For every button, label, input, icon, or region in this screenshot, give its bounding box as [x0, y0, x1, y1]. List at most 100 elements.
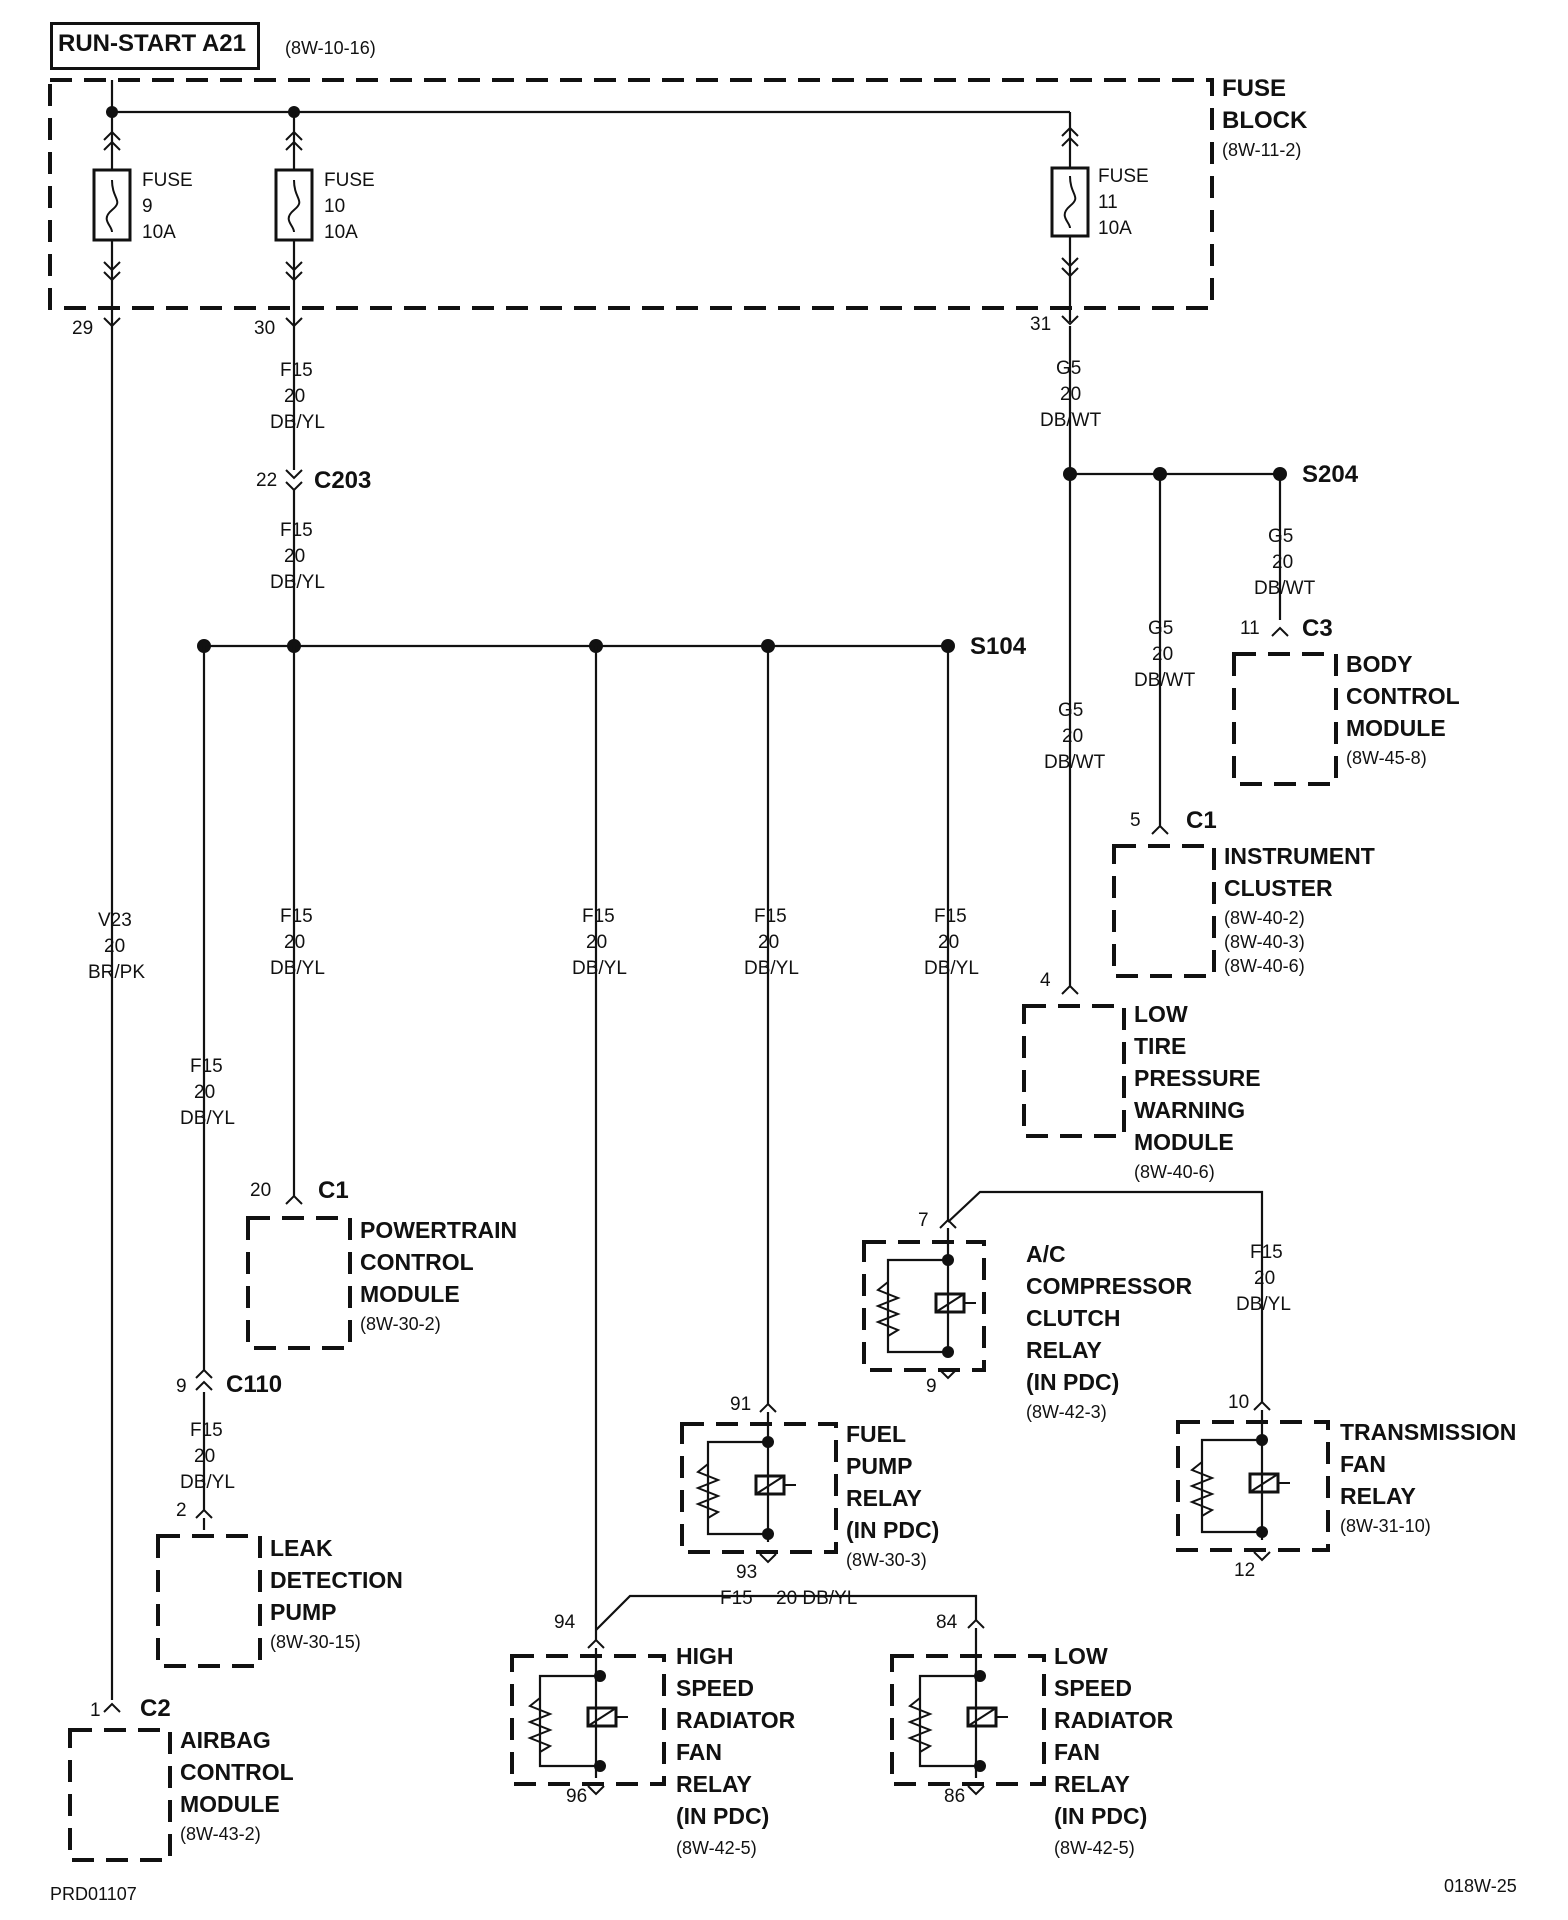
- fuel-pump-relay: 91 93 FUEL PUMP RELAY (IN PDC) (8W-30-3): [680, 1394, 939, 1583]
- c203-name: C203: [314, 467, 371, 494]
- fuse-10: FUSE 10 10A 30: [254, 112, 375, 339]
- hs-l4: FAN: [676, 1739, 722, 1765]
- bcm-ref: (8W-45-8): [1346, 748, 1427, 768]
- f15-wire-a-ld1: F15: [190, 1056, 223, 1077]
- f15-wire-c-1: DB/YL: [270, 412, 325, 433]
- ltp-l2: TIRE: [1134, 1033, 1186, 1059]
- f15-wire-a-ld2: F15: [190, 1420, 223, 1441]
- fuse-block-ref: (8W-11-2): [1222, 140, 1301, 160]
- ls-pin-in: 84: [936, 1612, 958, 1633]
- high-speed-radiator-fan-relay: 94 96 HIGH SPEED RADIATOR FAN RELAY (IN …: [510, 1612, 796, 1858]
- acm-conn: C2: [140, 1695, 171, 1722]
- g5-wire-a-ltp: G5: [1058, 700, 1083, 721]
- body-control-module-box: [1232, 652, 1338, 786]
- ltp-ref: (8W-40-6): [1134, 1162, 1215, 1182]
- ls-pin-out: 86: [944, 1786, 965, 1807]
- g5-wire-c-ic: DB/WT: [1134, 670, 1196, 691]
- bcm-l1: BODY: [1346, 651, 1412, 677]
- g5-wire-c-ltp: DB/WT: [1044, 752, 1106, 773]
- v23-wire-a: V23: [98, 910, 132, 931]
- bcm-pin: 11: [1240, 618, 1260, 639]
- s104-label: S104: [970, 633, 1027, 660]
- ltp-l4: WARNING: [1134, 1097, 1245, 1123]
- pcm-l3: MODULE: [360, 1281, 460, 1307]
- f15-wire-a-pcm: F15: [280, 906, 313, 927]
- acm-l1: AIRBAG: [180, 1727, 271, 1753]
- f15-wire-c-tr: DB/YL: [1236, 1294, 1291, 1315]
- hs-l5: RELAY: [676, 1771, 752, 1797]
- f15-wire-c-2: DB/YL: [270, 572, 325, 593]
- acm-ref: (8W-43-2): [180, 1824, 261, 1844]
- pcm-ref: (8W-30-2): [360, 1314, 441, 1334]
- hs-pin-in: 94: [554, 1612, 576, 1633]
- powertrain-control-module-box: [246, 1216, 352, 1350]
- f15-wire-c-hs: DB/YL: [572, 958, 627, 979]
- ldp-ref: (8W-30-15): [270, 1632, 361, 1652]
- f15-wire-b-hs: 20: [586, 932, 607, 953]
- ldp-l1: LEAK: [270, 1535, 333, 1561]
- fuel-l4: (IN PDC): [846, 1517, 939, 1543]
- ic-ref1: (8W-40-2): [1224, 908, 1305, 928]
- g5-wire-b-ltp: 20: [1062, 726, 1083, 747]
- acm-pin: 1: [90, 1700, 101, 1721]
- fuel-l2: PUMP: [846, 1453, 912, 1479]
- fuse-11-l2: 11: [1098, 192, 1118, 213]
- f15-wire-b-ld1: 20: [194, 1082, 215, 1103]
- fuel-l3: RELAY: [846, 1485, 922, 1511]
- fuse-9-l2: 9: [142, 196, 153, 217]
- fuse-10-l3: 10A: [324, 222, 358, 243]
- trans-pin-out: 12: [1234, 1560, 1255, 1581]
- bcm-conn: C3: [1302, 615, 1333, 642]
- ac-l2: COMPRESSOR: [1026, 1273, 1193, 1299]
- fuse-block-label-2: BLOCK: [1222, 107, 1308, 134]
- fuel-pin-out: 93: [736, 1562, 757, 1583]
- fuse-11: FUSE 11 10A 31: [1030, 112, 1149, 335]
- fuse-10-l1: FUSE: [324, 170, 375, 191]
- ac-l5: (IN PDC): [1026, 1369, 1119, 1395]
- pcm-l1: POWERTRAIN: [360, 1217, 517, 1243]
- ltp-l3: PRESSURE: [1134, 1065, 1261, 1091]
- ldp-pin: 2: [176, 1500, 187, 1521]
- f15-wire-a-fp: F15: [754, 906, 787, 927]
- ic-l2: CLUSTER: [1224, 875, 1333, 901]
- footer-right: 018W-25: [1444, 1876, 1517, 1896]
- hs-pin-out: 96: [566, 1786, 587, 1807]
- hs-l3: RADIATOR: [676, 1707, 796, 1733]
- ltp-l1: LOW: [1134, 1001, 1188, 1027]
- fuse-9-l3: 10A: [142, 222, 176, 243]
- c110-pin: 9: [176, 1376, 187, 1397]
- s204-label: S204: [1302, 461, 1359, 488]
- f15-wire-b-ld2: 20: [194, 1446, 215, 1467]
- ac-ref: (8W-42-3): [1026, 1402, 1107, 1422]
- ac-pin-in: 7: [918, 1210, 929, 1231]
- fuse-block-outline: [48, 78, 1214, 310]
- g5-wire-b-1: 20: [1060, 384, 1081, 405]
- g5-wire-c-bcm: DB/WT: [1254, 578, 1316, 599]
- fuse-10-l2: 10: [324, 196, 345, 217]
- ac-l4: RELAY: [1026, 1337, 1102, 1363]
- ls-ref: (8W-42-5): [1054, 1838, 1135, 1858]
- f15-wire-b-ac: 20: [938, 932, 959, 953]
- f15-wire-b-tr: 20: [1254, 1268, 1275, 1289]
- c110-name: C110: [226, 1371, 282, 1398]
- ic-ref2: (8W-40-3): [1224, 932, 1305, 952]
- footer-left: PRD01107: [50, 1884, 137, 1904]
- bcm-l2: CONTROL: [1346, 683, 1460, 709]
- trans-ref: (8W-31-10): [1340, 1516, 1431, 1536]
- fuel-l1: FUEL: [846, 1421, 906, 1447]
- ls-l2: SPEED: [1054, 1675, 1132, 1701]
- ac-l3: CLUTCH: [1026, 1305, 1121, 1331]
- f15-wire-c-ld1: DB/YL: [180, 1108, 235, 1129]
- ic-conn: C1: [1186, 807, 1217, 834]
- hs-l1: HIGH: [676, 1643, 734, 1669]
- f15-wire-a-ac: F15: [934, 906, 967, 927]
- hs-l2: SPEED: [676, 1675, 754, 1701]
- acm-l3: MODULE: [180, 1791, 280, 1817]
- f15-wire-a-tr: F15: [1250, 1242, 1283, 1263]
- diagram-ref: (8W-10-16): [285, 38, 376, 58]
- trans-l3: RELAY: [1340, 1483, 1416, 1509]
- f15-inline-a: F15: [720, 1588, 753, 1609]
- fuse-9-pin: 29: [72, 318, 93, 339]
